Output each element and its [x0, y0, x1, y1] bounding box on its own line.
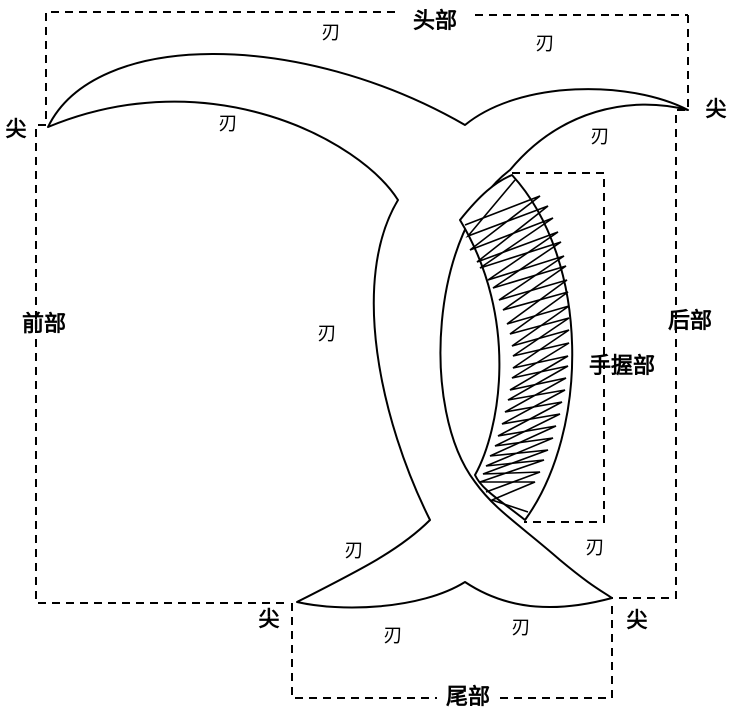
head-label: 头部: [413, 8, 457, 34]
tip-label-bottom-right: 尖: [627, 608, 648, 632]
front-label: 前部: [22, 311, 66, 337]
blade-label-back-lower: 刃: [585, 537, 604, 559]
tail-region-border: [291, 603, 437, 699]
blade-label-top-outer-left: 刃: [321, 22, 340, 44]
blade-outline: [47, 53, 689, 609]
tip-label-top-right: 尖: [706, 97, 727, 121]
blade-label-bottom-right: 刃: [511, 617, 530, 639]
blade-label-front: 刃: [317, 323, 336, 345]
blade-label-top-outer-right: 刃: [535, 33, 554, 55]
blade-label-top-inner-left: 刃: [218, 113, 237, 135]
grip-hatching-cross: [465, 179, 570, 493]
head-front-region-border: [35, 11, 395, 604]
tail-region-border-right: [500, 600, 613, 699]
back-region-border: [612, 15, 689, 599]
blade-label-bottom-left: 刃: [383, 625, 402, 647]
tail-label: 尾部: [446, 684, 490, 710]
grip-label: 手握部: [589, 353, 655, 379]
blade-label-top-inner-right: 刃: [590, 126, 609, 148]
grip-region-border: [512, 172, 605, 523]
tip-label-bottom-left: 尖: [259, 607, 280, 631]
back-label: 后部: [668, 308, 712, 334]
tip-label-top-left: 尖: [6, 117, 27, 141]
blade-label-front-lower: 刃: [344, 540, 363, 562]
grip-wrap: [459, 174, 574, 521]
